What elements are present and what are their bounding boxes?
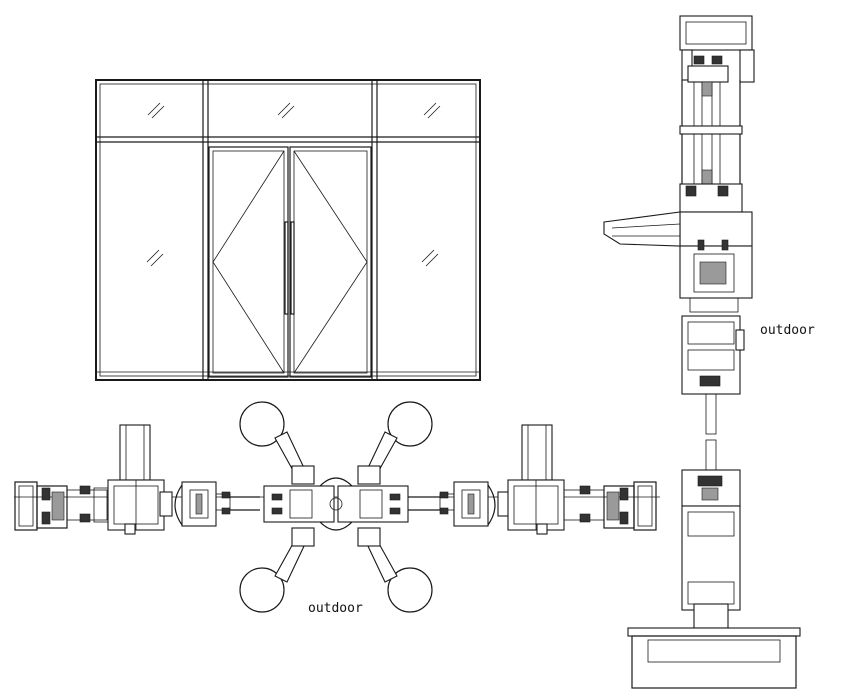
floor-threshold bbox=[627, 627, 801, 689]
plan-outdoor-label: outdoor bbox=[308, 601, 363, 616]
spider-arm-disc-top-right bbox=[387, 401, 433, 447]
right-jamb-frame bbox=[563, 481, 657, 531]
elevation-outer-frame bbox=[95, 79, 481, 381]
door-bottom-rail bbox=[681, 469, 741, 629]
door-leaf-right bbox=[289, 146, 372, 378]
right-mullion-section bbox=[497, 424, 565, 535]
section-outdoor-label: outdoor bbox=[760, 323, 815, 338]
door-glass bbox=[705, 393, 717, 471]
glass-hatch-top-middle bbox=[277, 102, 295, 119]
left-jamb-frame bbox=[14, 481, 109, 531]
right-door-stile bbox=[439, 481, 496, 527]
door-pull-handle bbox=[284, 221, 295, 315]
vertical-section: outdoor bbox=[603, 15, 815, 689]
head-frame bbox=[679, 15, 755, 83]
glass-hatch-top-left bbox=[147, 102, 165, 119]
left-door-stile bbox=[174, 481, 260, 527]
glass-hatch-left bbox=[146, 249, 164, 267]
door-elevation bbox=[95, 79, 481, 381]
door-leaf-left bbox=[208, 146, 289, 378]
transom-section bbox=[603, 183, 753, 313]
door-top-rail bbox=[681, 315, 745, 395]
plan-section: outdoor bbox=[14, 401, 660, 616]
spider-arm-disc-bottom-left bbox=[239, 567, 285, 613]
left-mullion-section bbox=[107, 424, 173, 535]
glass-hatch-top-right bbox=[423, 102, 441, 119]
spider-arm-disc-bottom-right bbox=[387, 567, 433, 613]
upper-glass-unit bbox=[679, 80, 743, 200]
spider-fitting bbox=[239, 401, 440, 613]
spider-arm-disc-top-left bbox=[239, 401, 285, 447]
glass-hatch-right bbox=[421, 249, 439, 267]
